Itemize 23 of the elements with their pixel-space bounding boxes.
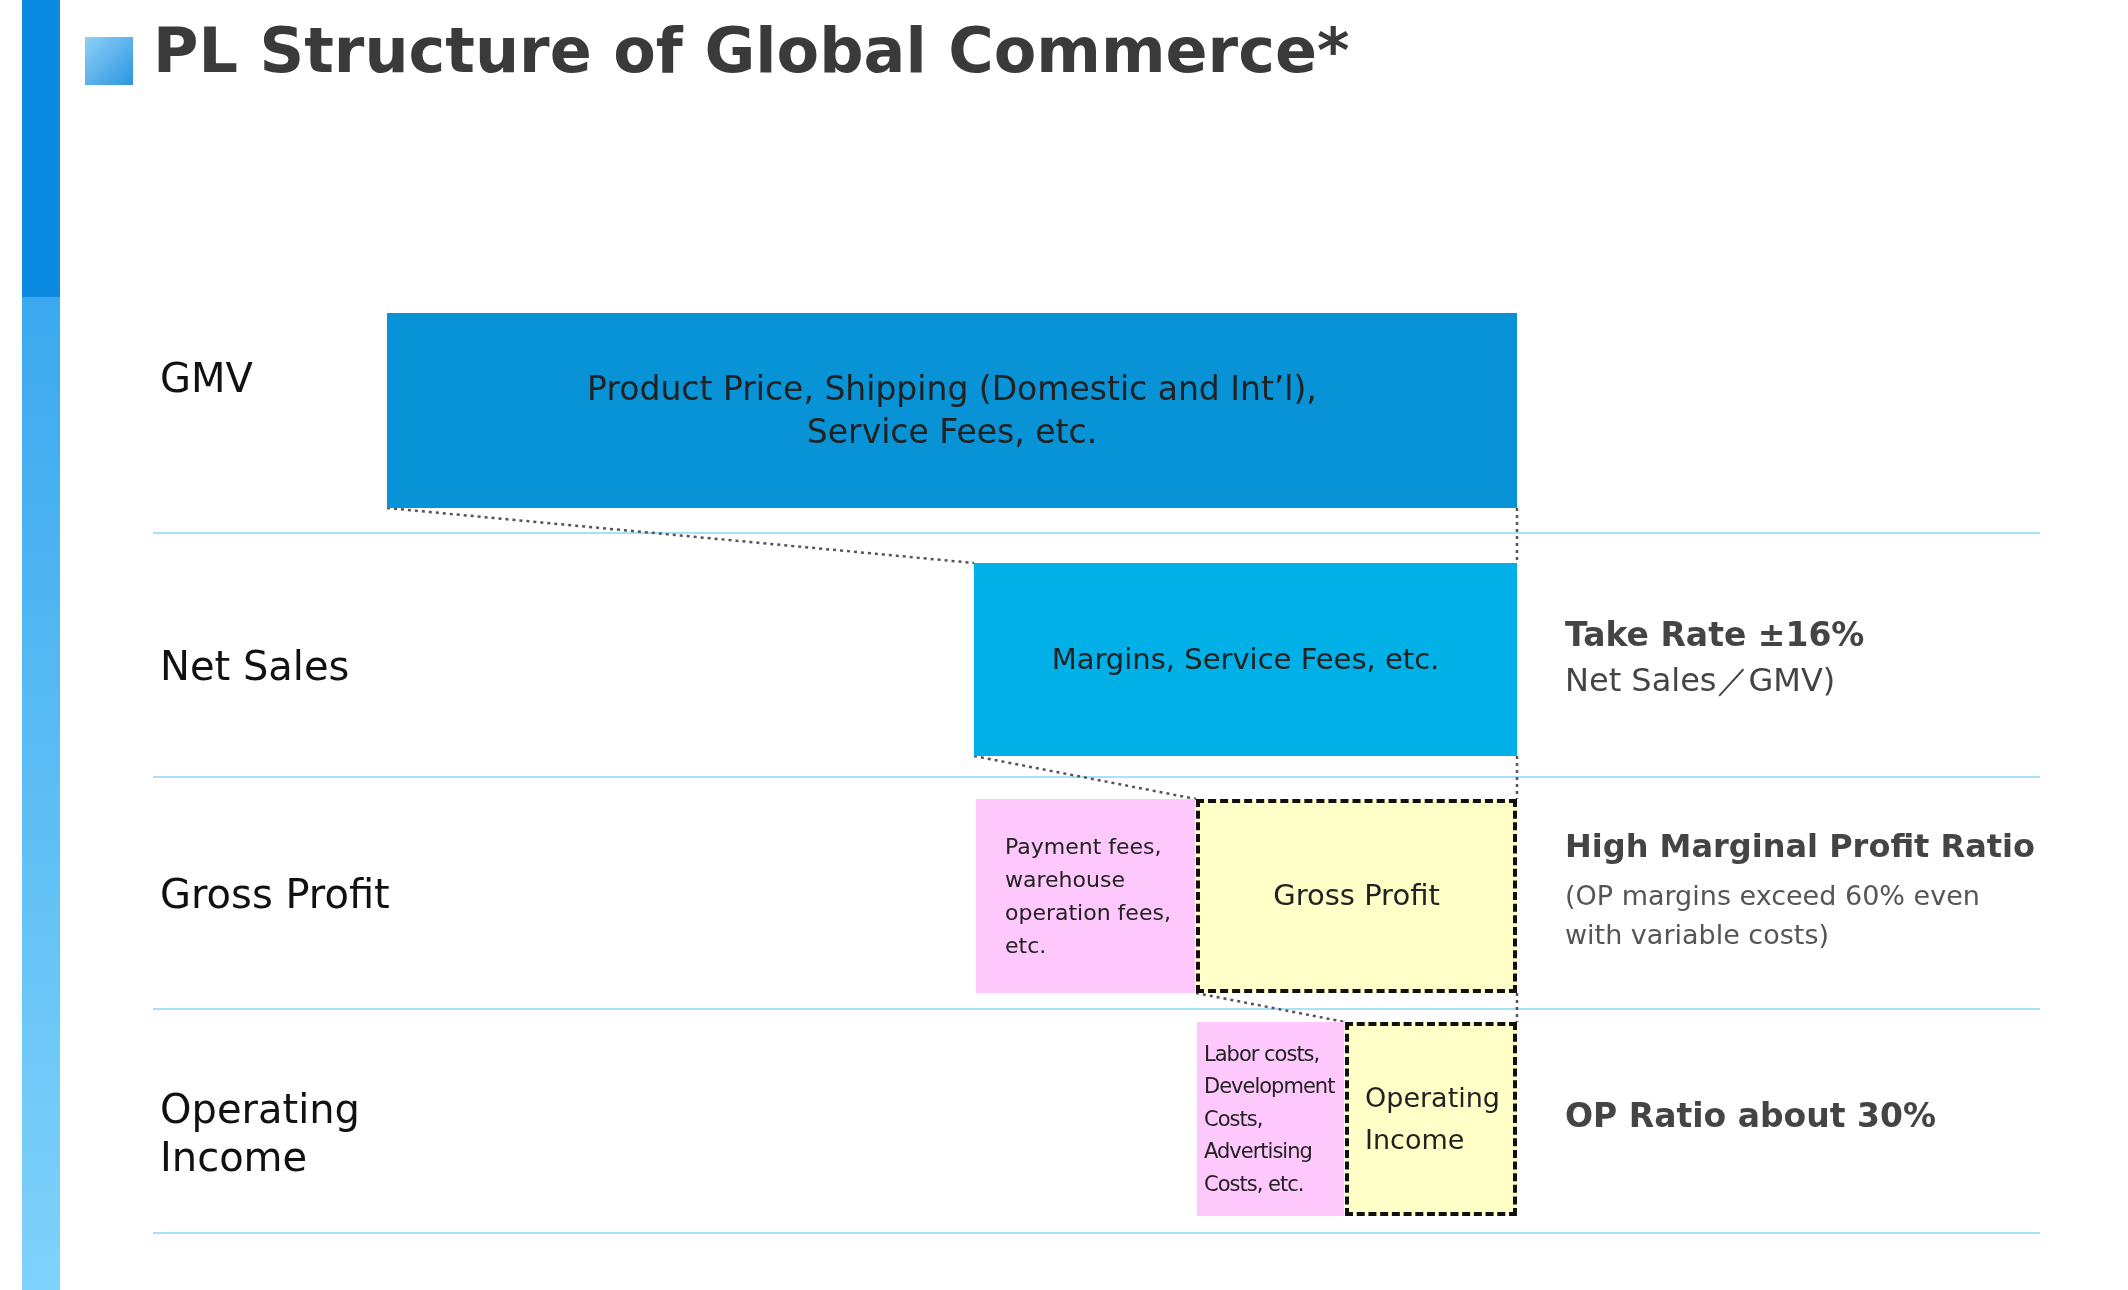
ratio-heading: OP Ratio about 30% xyxy=(1565,1095,1936,1137)
take-rate-note: Net Sales／GMV) xyxy=(1565,660,1836,701)
row-label: Net Sales xyxy=(160,642,350,691)
projection-line xyxy=(1195,991,1346,1024)
side-bar xyxy=(22,0,60,1290)
projection-line xyxy=(1515,993,1519,1022)
gross-profit-box: Gross Profit xyxy=(1196,799,1517,993)
cost-box: Labor costs, Development Costs, Advertising Costs, etc. xyxy=(1197,1022,1344,1216)
ratio-heading: High Marginal Profit Ratio xyxy=(1565,826,2035,867)
projection-line xyxy=(1515,508,1519,563)
cost-box: Payment fees, warehouse operation fees, etc. xyxy=(976,799,1195,993)
title: PL Structure of Global Commerce* xyxy=(153,14,1350,87)
projection-line xyxy=(386,506,975,565)
gmv-bar: Product Price, Shipping (Domestic and Int’l), Service Fees, etc. xyxy=(387,313,1517,508)
projection-line xyxy=(973,754,1197,801)
row-label: Gross Profit xyxy=(160,870,390,919)
row-label: Operating Income xyxy=(160,1085,361,1181)
projection-line xyxy=(1515,756,1519,799)
operating-income-box: Operating Income xyxy=(1345,1022,1517,1216)
take-rate-heading: Take Rate ±16% xyxy=(1565,614,1865,656)
row-label: GMV xyxy=(160,354,253,403)
ratio-note: (OP margins exceed 60% even with variable costs) xyxy=(1565,879,1981,953)
net-sales-bar: Margins, Service Fees, etc. xyxy=(974,563,1517,756)
